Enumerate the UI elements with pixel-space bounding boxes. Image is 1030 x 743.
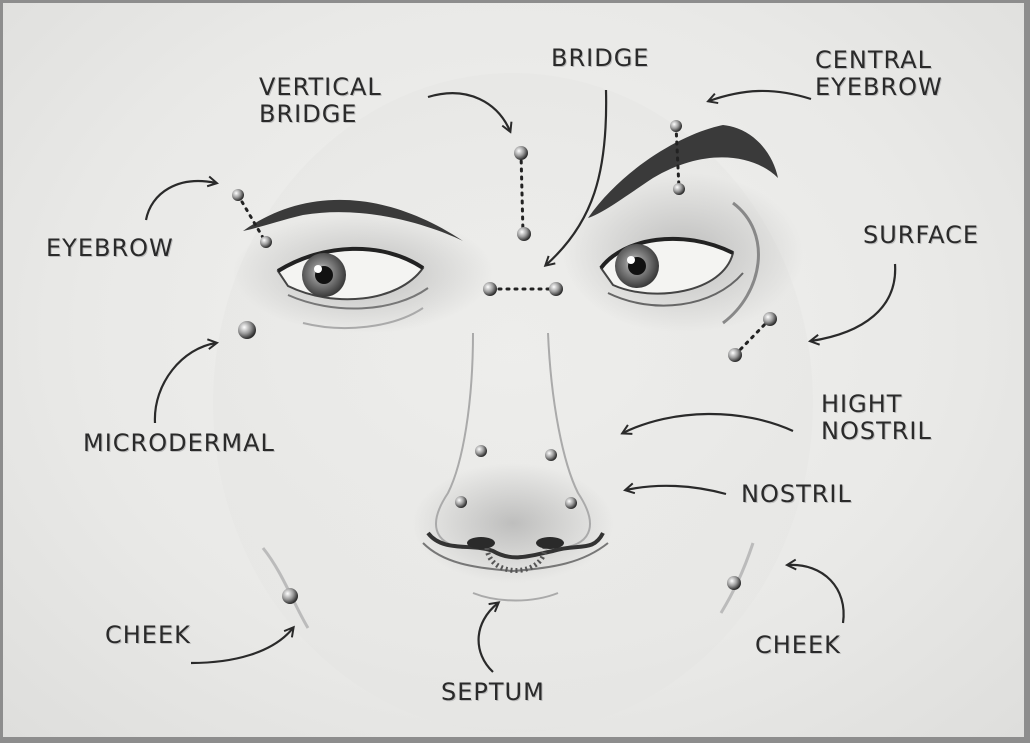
arrow-central-eyebrow	[709, 89, 812, 101]
left-eye	[243, 199, 463, 329]
stud-bridge-left	[483, 282, 497, 296]
drawing-paper: BRIDGE VERTICAL BRIDGE CENTRAL EYEBROW E…	[3, 3, 1024, 737]
arrow-nostril	[626, 486, 727, 496]
stud-nostril-left	[455, 496, 467, 508]
stud-high-nostril-right	[545, 449, 557, 461]
label-cheek-right: CHEEK	[755, 631, 841, 659]
piercing-studs	[232, 120, 777, 604]
stud-vertical-bridge-bottom	[517, 227, 531, 241]
label-microdermal: MICRODERMAL	[83, 429, 275, 457]
arrow-vertical-bridge	[427, 92, 510, 131]
label-eyebrow: EYEBROW	[46, 234, 174, 262]
stud-surface-bottom	[728, 348, 742, 362]
face-drawing	[144, 73, 897, 733]
label-bridge: BRIDGE	[551, 44, 650, 72]
arrow-cheek-right	[788, 565, 845, 624]
arrow-cheek-left	[190, 628, 293, 665]
eyebrow-piercing-bar	[236, 193, 267, 243]
stud-nostril-right	[565, 497, 577, 509]
label-high-nostril: HIGHT NOSTRIL	[821, 390, 932, 445]
central-eyebrow-bar	[674, 124, 681, 190]
label-vertical-bridge: VERTICAL BRIDGE	[259, 73, 382, 128]
arrow-surface	[811, 263, 897, 341]
stud-cheek-left	[282, 588, 298, 604]
arrow-eyebrow	[144, 181, 216, 221]
label-septum: SEPTUM	[441, 678, 545, 706]
arrow-microdermal	[153, 343, 216, 424]
arrow-bridge	[546, 89, 608, 265]
stud-cheek-right	[727, 576, 741, 590]
stud-bridge-right	[549, 282, 563, 296]
label-central-eyebrow: CENTRAL EYEBROW	[815, 46, 943, 101]
stud-surface-top	[763, 312, 777, 326]
label-cheek-left: CHEEK	[105, 621, 191, 649]
stud-eyebrow-top	[232, 189, 244, 201]
stud-vertical-bridge-top	[514, 146, 528, 160]
arrow-high-nostril	[623, 412, 794, 433]
nose	[422, 332, 609, 602]
left-cheek-line	[261, 547, 310, 629]
surface-bar	[733, 317, 772, 357]
right-eye	[588, 125, 778, 325]
stud-central-eyebrow-bottom	[673, 183, 685, 195]
face-shading	[213, 73, 813, 733]
arrow-septum	[477, 603, 498, 673]
septum-ring	[484, 547, 548, 573]
vertical-bridge-bar	[519, 151, 525, 235]
nose-shade	[413, 463, 613, 583]
stud-high-nostril-left	[475, 445, 487, 457]
stud-microdermal	[238, 321, 256, 339]
label-surface: SURFACE	[863, 221, 979, 249]
stud-eyebrow-bottom	[260, 236, 272, 248]
stud-central-eyebrow-top	[670, 120, 682, 132]
label-nostril: NOSTRIL	[741, 480, 852, 508]
